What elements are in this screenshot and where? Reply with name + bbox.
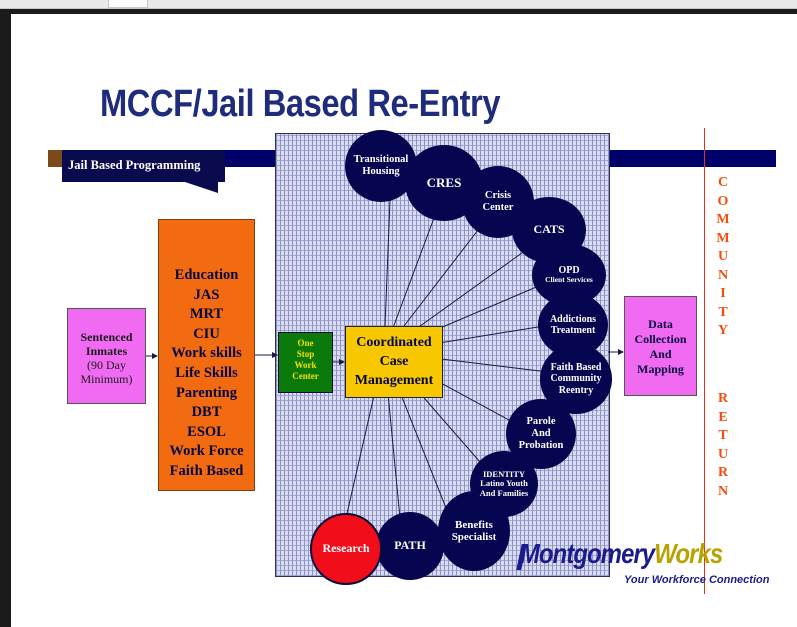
programs-box: Education JAS MRT CIU Work skills Life S… xyxy=(158,219,255,491)
return-letter: N xyxy=(717,483,729,499)
node-identity-line-2: Latino Youth xyxy=(480,478,528,489)
community-letter: Y xyxy=(717,323,729,338)
node-parole-line-1: Parole xyxy=(526,416,556,428)
node-research: Research xyxy=(310,513,382,585)
onestop-line-1: One xyxy=(297,338,314,348)
data-line-4: Mapping xyxy=(637,362,684,376)
community-vertical-text: C O M M U N I T Y xyxy=(708,174,738,341)
slide-frame-left xyxy=(0,9,11,627)
return-letter: U xyxy=(717,446,729,462)
jail-based-programming-callout: Jail Based Programming xyxy=(62,150,225,182)
node-cres-label: CRES xyxy=(426,174,462,190)
node-transitional-line-1: Transitional xyxy=(353,154,409,166)
return-letter: E xyxy=(718,409,728,425)
node-identity-line-3: And Families xyxy=(479,487,529,498)
node-cats-label: CATS xyxy=(533,222,565,237)
return-letter: T xyxy=(718,428,728,443)
logo-name-part-2: Works xyxy=(654,538,723,569)
program-item: JAS xyxy=(193,286,220,303)
node-crisis-line-2: Center xyxy=(482,202,514,213)
node-faith-line-2: Community xyxy=(550,373,602,385)
return-letter: R xyxy=(717,465,729,480)
logo-name-part-1: Montgomery xyxy=(520,538,655,569)
arrowhead-data xyxy=(618,349,624,355)
program-item: Faith Based xyxy=(169,462,244,479)
logo-wordmark: MontgomeryWorks xyxy=(520,538,723,570)
node-benefits-line-1: Benefits xyxy=(455,518,493,531)
montgomery-works-logo: MontgomeryWorks xyxy=(520,538,758,570)
program-item: ESOL xyxy=(187,423,226,440)
callout-tail xyxy=(182,181,218,193)
community-letter: U xyxy=(717,249,729,264)
community-letter: M xyxy=(716,212,730,227)
program-item: Parenting xyxy=(176,384,237,401)
node-addictions-line-1: Addictions xyxy=(549,313,597,325)
onestop-line-2: Stop xyxy=(296,349,315,359)
program-item: DBT xyxy=(191,404,222,421)
slide-title: MCCF/Jail Based Re-Entry xyxy=(100,83,501,125)
node-research-label: Research xyxy=(322,541,370,556)
slide-frame-top xyxy=(0,9,797,14)
community-divider-line xyxy=(704,128,705,594)
node-path-label: PATH xyxy=(394,538,426,553)
community-letter: I xyxy=(720,286,726,301)
return-letter: R xyxy=(717,391,729,406)
header-band-chip xyxy=(48,150,66,167)
one-stop-work-center-box: One Stop Work Center xyxy=(278,332,333,393)
sentenced-line-3: (90 Day xyxy=(87,358,126,372)
community-letter: M xyxy=(716,230,730,246)
community-letter: T xyxy=(718,304,728,320)
community-letter: O xyxy=(717,193,729,209)
program-item: Education xyxy=(174,267,239,283)
arrowhead-edu xyxy=(152,353,158,359)
node-path: PATH xyxy=(376,512,444,580)
data-line-1: Data xyxy=(648,317,673,331)
node-identity-line-1: IDENTITY xyxy=(482,468,526,479)
ccm-line-1: Coordinated xyxy=(356,335,432,350)
node-benefits-line-2: Specialist xyxy=(451,531,497,543)
sentenced-inmates-box: Sentenced Inmates (90 Day Minimum) xyxy=(67,308,146,404)
window-top-strip xyxy=(0,0,797,9)
ccm-line-3: Management xyxy=(354,373,434,388)
data-line-2: Collection xyxy=(634,332,687,346)
program-item: CIU xyxy=(193,325,220,342)
node-transitional-line-2: Housing xyxy=(362,166,400,177)
sentenced-line-1: Sentenced xyxy=(80,330,133,344)
program-item: Life Skills xyxy=(175,364,238,381)
data-line-3: And xyxy=(649,347,672,361)
window-tab[interactable] xyxy=(108,0,148,8)
arrowhead-ccm xyxy=(339,359,345,365)
node-addictions: Addictions Treatment xyxy=(538,293,608,357)
node-opd-line-2: Client Services xyxy=(545,275,593,285)
sentenced-line-4: Minimum) xyxy=(80,372,133,386)
logo-tagline: Your Workforce Connection xyxy=(624,574,770,586)
node-parole: Parole And Probation xyxy=(506,399,576,469)
sentenced-line-2: Inmates xyxy=(85,344,128,358)
return-vertical-text: R E T U R N xyxy=(708,390,738,501)
program-item: Work skills xyxy=(171,345,242,362)
onestop-line-4: Center xyxy=(292,371,319,381)
arrowhead-onestop xyxy=(272,352,278,358)
program-item: MRT xyxy=(189,306,224,323)
node-crisis-line-1: Crisis xyxy=(484,190,512,202)
node-transitional-housing: Transitional Housing xyxy=(345,130,417,202)
community-letter: C xyxy=(717,175,729,190)
node-faith-line-3: Reentry xyxy=(558,384,594,396)
node-cres: CRES xyxy=(405,145,483,221)
node-parole-line-3: Probation xyxy=(518,439,564,451)
node-opd-line-1: OPD xyxy=(558,265,580,277)
onestop-line-3: Work xyxy=(294,360,317,370)
program-item: Work Force xyxy=(169,443,244,460)
data-collection-box: Data Collection And Mapping xyxy=(624,296,697,396)
coordinated-case-management-box: Coordinated Case Management xyxy=(345,326,443,398)
community-letter: N xyxy=(717,267,729,283)
node-parole-line-2: And xyxy=(531,428,551,440)
node-faith-line-1: Faith Based xyxy=(550,362,602,374)
ccm-line-2: Case xyxy=(379,354,409,369)
node-addictions-line-2: Treatment xyxy=(550,325,596,336)
